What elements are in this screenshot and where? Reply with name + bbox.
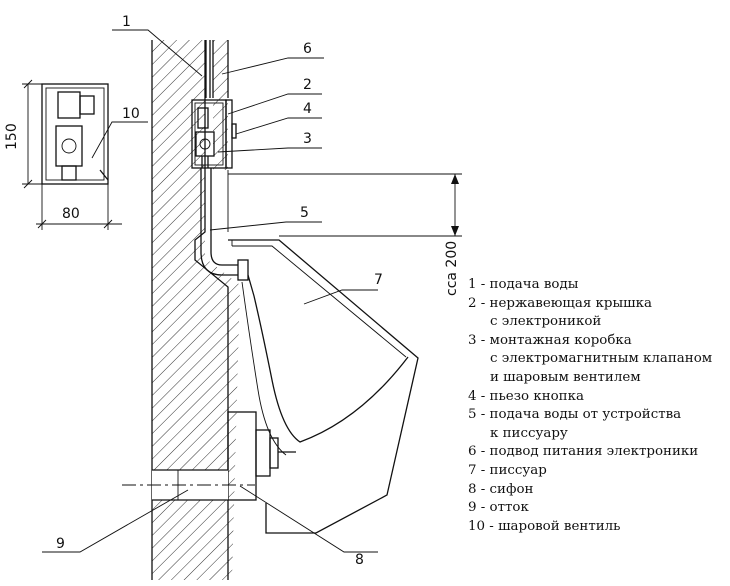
legend-item: 1 - подача воды: [468, 277, 579, 292]
legend-item-continuation: к писсуару: [490, 425, 568, 441]
detail-dimension-lines: [22, 79, 122, 230]
legend-item: 2 - нержавеющая крышка: [468, 295, 652, 311]
electronics-power-conduit: [205, 40, 211, 98]
legend: 1 - подача воды 2 - нержавеющая крышка с э…: [468, 276, 730, 536]
siphon: [227, 411, 296, 501]
legend-item: 10 - шаровой вентиль: [468, 518, 621, 534]
dimension-80: 80: [62, 206, 80, 222]
ball-valve-detail: [41, 83, 109, 185]
urinal: [228, 239, 419, 534]
callout-labels: 1 6 2 4 3 5 10 7 8 9: [56, 14, 383, 568]
callout-10: 10: [122, 106, 140, 122]
legend-item: 9 - отток: [468, 500, 529, 516]
legend-item: 4 - пьезо кнопка: [468, 388, 584, 404]
dimension-150: 150: [4, 123, 20, 150]
callout-1: 1: [122, 14, 131, 30]
callout-6: 6: [303, 41, 312, 57]
legend-item-continuation: с электромагнитным клапаном: [490, 351, 713, 367]
legend-item: 8 - сифон: [468, 481, 534, 497]
callout-3: 3: [303, 131, 312, 147]
legend-item-continuation: с электроникой: [490, 314, 602, 330]
callout-8: 8: [355, 552, 364, 568]
legend-item: 6 - подвод питания электроники: [468, 444, 699, 460]
callout-7: 7: [374, 272, 383, 288]
legend-item: 7 - писсуар: [468, 462, 547, 478]
callout-9: 9: [56, 536, 65, 552]
callout-leaders: [42, 29, 378, 553]
legend-item: 5 - подача воды от устройства: [468, 407, 682, 423]
dimension-cca-200: cca 200: [444, 241, 460, 296]
main-dimension-lines: [228, 173, 462, 237]
drain-pipe: [122, 469, 255, 501]
callout-2: 2: [303, 77, 312, 93]
legend-item: 3 - монтажная коробка: [468, 332, 632, 348]
mounting-box: [191, 99, 227, 169]
water-supply-pipe: [200, 168, 249, 281]
callout-4: 4: [303, 101, 312, 117]
callout-5: 5: [300, 205, 309, 221]
piezo-button: [231, 123, 237, 139]
legend-item-continuation: и шаровым вентилем: [490, 369, 641, 385]
